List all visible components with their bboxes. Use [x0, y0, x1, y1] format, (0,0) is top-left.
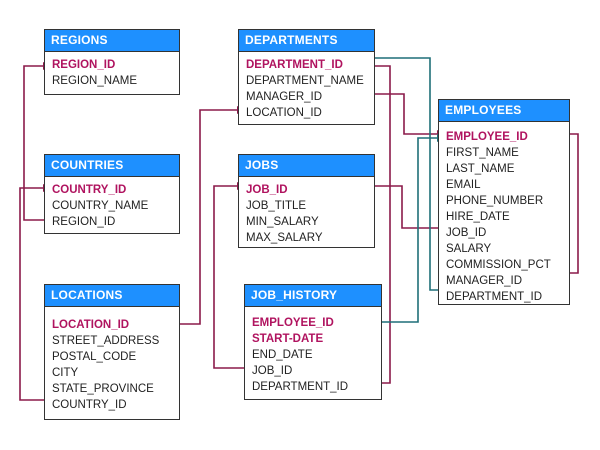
table-title: JOB_HISTORY	[245, 285, 381, 307]
column-primary-key: EMPLOYEE_ID	[446, 131, 528, 143]
column-primary-key: COUNTRY_ID	[52, 184, 127, 196]
table-regions: REGIONS REGION_ID REGION_NAME	[44, 29, 180, 95]
link-employee-department	[367, 54, 444, 291]
column: DEPARTMENT_ID	[446, 291, 543, 303]
table-title: REGIONS	[45, 30, 179, 52]
column: DEPARTMENT_ID	[252, 381, 349, 393]
column: MAX_SALARY	[246, 232, 323, 244]
table-employees: EMPLOYEES EMPLOYEE_ID FIRST_NAME LAST_NA…	[438, 99, 570, 305]
column: REGION_NAME	[52, 75, 137, 87]
table-countries: COUNTRIES COUNTRY_ID COUNTRY_NAME REGION…	[44, 154, 180, 234]
column: STATE_PROVINCE	[52, 383, 154, 395]
column: END_DATE	[252, 349, 313, 361]
column-primary-key: EMPLOYEE_ID	[252, 317, 334, 329]
table-title: EMPLOYEES	[439, 100, 569, 122]
column: COUNTRY_NAME	[52, 200, 149, 212]
table-title: COUNTRIES	[45, 155, 179, 177]
column: COUNTRY_ID	[52, 399, 127, 411]
column-primary-key: LOCATION_ID	[52, 319, 130, 331]
column: MIN_SALARY	[246, 216, 319, 228]
column-primary-key: START-DATE	[252, 333, 324, 345]
column: POSTAL_CODE	[52, 351, 137, 363]
table-jobs: JOBS JOB_ID JOB_TITLE MIN_SALARY MAX_SAL…	[238, 154, 375, 248]
column: REGION_ID	[52, 216, 116, 228]
column: DEPARTMENT_NAME	[246, 75, 364, 87]
column: PHONE_NUMBER	[446, 195, 544, 207]
column: SALARY	[446, 243, 492, 255]
column: EMAIL	[446, 179, 481, 191]
column: LOCATION_ID	[246, 107, 322, 119]
column: LAST_NAME	[446, 163, 515, 175]
column-primary-key: DEPARTMENT_ID	[246, 59, 343, 71]
column: MANAGER_ID	[446, 275, 523, 287]
column: CITY	[52, 367, 79, 379]
table-title: DEPARTMENTS	[239, 30, 374, 52]
column: STREET_ADDRESS	[52, 335, 160, 347]
table-job-history: JOB_HISTORY EMPLOYEE_ID START-DATE END_D…	[244, 284, 382, 400]
column: MANAGER_ID	[246, 91, 323, 103]
column: JOB_TITLE	[246, 200, 307, 212]
column: FIRST_NAME	[446, 147, 519, 159]
column: JOB_ID	[446, 227, 487, 239]
column: COMMISSION_PCT	[446, 259, 551, 271]
column-primary-key: REGION_ID	[52, 59, 116, 71]
table-title: LOCATIONS	[45, 285, 179, 307]
column-primary-key: JOB_ID	[246, 184, 288, 196]
column: HIRE_DATE	[446, 211, 510, 223]
table-locations: LOCATIONS LOCATION_ID STREET_ADDRESS POS…	[44, 284, 180, 420]
column: JOB_ID	[252, 365, 293, 377]
table-departments: DEPARTMENTS DEPARTMENT_ID DEPARTMENT_NAM…	[238, 29, 375, 125]
table-title: JOBS	[239, 155, 374, 177]
